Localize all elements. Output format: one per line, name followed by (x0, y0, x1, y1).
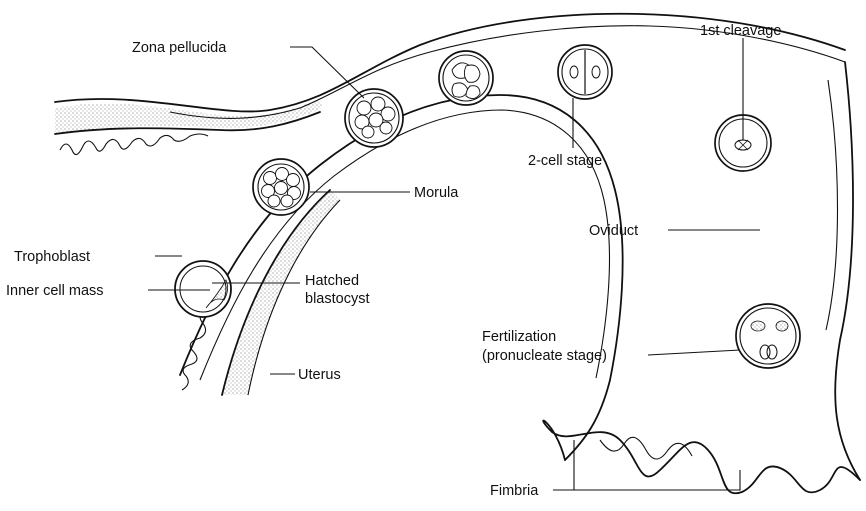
label-hatched: Hatched (305, 273, 359, 289)
four-cell-embryo (439, 51, 493, 105)
fimbria-folds (600, 437, 692, 459)
label-uterus: Uterus (298, 367, 341, 383)
label-two-cell-stage: 2-cell stage (528, 153, 602, 169)
hatched-blastocyst (175, 261, 231, 317)
label-fertilization: Fertilization (482, 329, 556, 345)
ampulla-lining (826, 80, 838, 330)
outer-wall-inner-line (170, 26, 845, 119)
eight-cell-embryo (345, 89, 403, 147)
label-fimbria: Fimbria (490, 483, 539, 499)
two-cell-embryo (558, 45, 612, 99)
label-trophoblast: Trophoblast (14, 249, 90, 265)
ampulla-outer (835, 62, 860, 480)
label-morula: Morula (414, 185, 459, 201)
isthmus-outer (180, 95, 623, 460)
label-pronucleate: (pronucleate stage) (482, 348, 607, 364)
label-first-cleavage: 1st cleavage (700, 23, 781, 39)
label-blastocyst: blastocyst (305, 291, 369, 307)
morula (253, 159, 309, 215)
fimbria-outline (543, 421, 860, 494)
label-inner-cell-mass: Inner cell mass (6, 283, 104, 299)
uterine-folds (60, 134, 208, 155)
label-zona-pellucida: Zona pellucida (132, 40, 227, 56)
fertilization-cell (736, 304, 800, 368)
leader-lines (148, 38, 760, 490)
label-oviduct: Oviduct (589, 223, 638, 239)
